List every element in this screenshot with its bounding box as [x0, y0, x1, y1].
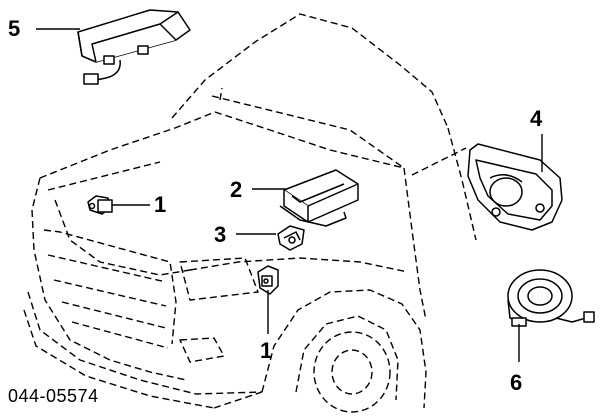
airbag-control-module-part — [279, 169, 359, 227]
center-sensor-part — [277, 225, 305, 251]
callout-1-label: 1 — [260, 338, 273, 363]
callout-2-label: 2 — [230, 177, 243, 202]
callout-3-label: 3 — [214, 222, 227, 247]
passenger-airbag-part — [77, 9, 191, 85]
leader-lines — [36, 28, 543, 362]
callout-5-label: 5 — [8, 16, 21, 41]
steering-wheel-pad-part — [467, 143, 563, 231]
front-sensor-part-lower — [257, 265, 279, 295]
vehicle-outline — [23, 13, 477, 413]
diagram-code: 044-05574 — [8, 386, 99, 406]
front-sensor-part-upper — [87, 195, 113, 215]
spiral-cable-part — [507, 269, 595, 327]
callout-4-label: 4 — [530, 106, 543, 131]
callout-1-label: 1 — [154, 192, 167, 217]
callout-6-label: 6 — [510, 370, 523, 395]
